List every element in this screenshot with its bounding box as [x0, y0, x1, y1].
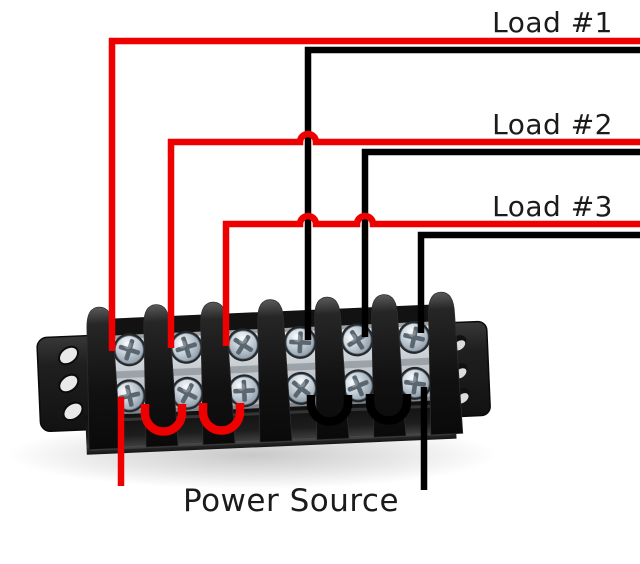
load-2-negative-wire: [361, 148, 640, 337]
barrier-fins: [86, 291, 464, 451]
load-2-positive-wire: [167, 130, 640, 348]
mounting-hole: [58, 345, 80, 366]
barrier-fin: [257, 299, 293, 443]
mounting-hole: [62, 401, 84, 422]
label-load-1: Load #1: [492, 6, 613, 39]
jumper-black-5-6: [365, 394, 412, 425]
label-load-2: Load #2: [492, 108, 613, 141]
load-1-negative-wire: [304, 46, 640, 340]
label-load-3: Load #3: [492, 190, 613, 223]
load-1-positive-wire: [108, 37, 640, 351]
mounting-hole: [58, 373, 80, 394]
load-3-negative-wire: [417, 231, 640, 333]
label-power-source: Power Source: [183, 483, 400, 519]
barrier-fin: [371, 294, 407, 438]
load-3-positive-wire: [222, 212, 640, 346]
jumper-red-2-3: [198, 403, 245, 435]
barrier-fin: [314, 296, 350, 441]
jumper-red-1-2: [140, 404, 187, 436]
mounting-ear-left: [36, 334, 101, 433]
barrier-fin: [428, 291, 464, 436]
jumper-black-4-5: [306, 395, 353, 426]
